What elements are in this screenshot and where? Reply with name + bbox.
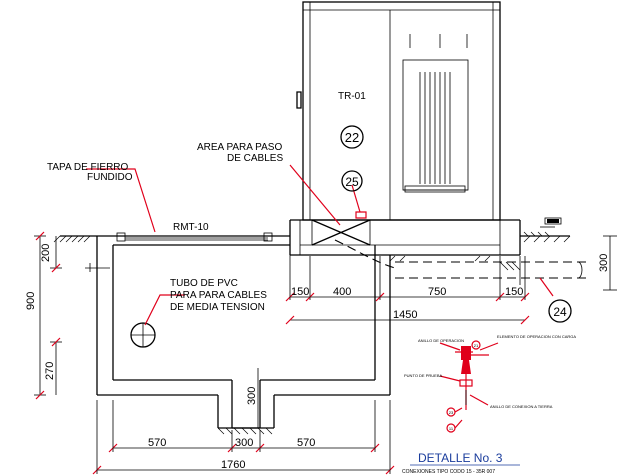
svg-text:25: 25 <box>345 175 359 189</box>
detail-title: DETALLE No. 3 <box>418 451 503 465</box>
label-tubo-line2: PARA PARA CABLES <box>170 290 267 301</box>
dim-300-sump: 300 <box>246 387 258 405</box>
conduits <box>85 239 590 348</box>
label-area-line2: DE CABLES <box>227 153 283 164</box>
detail-subtitle: CONEXIONES TIPO CODO 15 - 35R 007 <box>402 469 495 475</box>
label-transformer: TR-01 <box>338 91 366 102</box>
dim-270: 270 <box>44 362 56 380</box>
dim-750: 750 <box>428 286 446 298</box>
dim-150-b: 150 <box>505 286 523 298</box>
svg-text:21: 21 <box>474 343 479 348</box>
dim-570-a: 570 <box>148 437 166 449</box>
dim-200: 200 <box>40 244 52 262</box>
codo-label-3: PUNTO DE PRUEBA <box>404 373 442 378</box>
transformer-cabinet <box>296 1 501 221</box>
label-tapa-line2: FUNDIDO <box>87 172 133 183</box>
leader-lines <box>86 164 554 326</box>
transformer-plinth <box>290 219 521 255</box>
concrete-vault <box>96 220 520 435</box>
dim-570-b: 570 <box>297 437 315 449</box>
label-tapa-line1: TAPA DE FIERRO <box>47 162 129 173</box>
vent-louvres <box>402 59 469 193</box>
svg-text:23: 23 <box>449 410 454 415</box>
label-area-line1: AREA PARA PASO <box>197 142 282 153</box>
label-rmt: RMT-10 <box>173 222 209 233</box>
callout-25: 25 <box>341 170 363 192</box>
callout-24: 24 <box>548 299 572 323</box>
codo-label-2: ELEMENTO DE OPERACION CON CARGA <box>497 334 576 339</box>
dim-900: 900 <box>25 292 37 310</box>
svg-text:22: 22 <box>345 130 359 145</box>
lid-handles <box>116 232 273 242</box>
label-tubo-line1: TUBO DE PVC <box>170 278 238 289</box>
ground-lines <box>53 235 571 243</box>
elbow-connector-detail: 21 23 11 ANILLO DE OPERACION ELEMENTO DE… <box>404 334 576 433</box>
callout-22: 22 <box>340 125 364 149</box>
dim-1450: 1450 <box>393 309 417 321</box>
svg-text:11: 11 <box>449 426 454 431</box>
label-tubo-line3: DE MEDIA TENSION <box>170 302 265 313</box>
dim-300-right: 300 <box>598 254 610 272</box>
ground-rod-symbol <box>540 217 562 228</box>
codo-label-1: ANILLO DE OPERACION <box>418 338 464 343</box>
dim-300-b: 300 <box>235 437 253 449</box>
dim-1760: 1760 <box>221 459 245 471</box>
svg-text:24: 24 <box>553 305 567 319</box>
codo-label-4: ANILLO DE CONEXION A TIERRA <box>490 404 553 409</box>
dim-400: 400 <box>333 286 351 298</box>
dim-150-a: 150 <box>291 286 309 298</box>
dimension-lines <box>34 231 617 475</box>
